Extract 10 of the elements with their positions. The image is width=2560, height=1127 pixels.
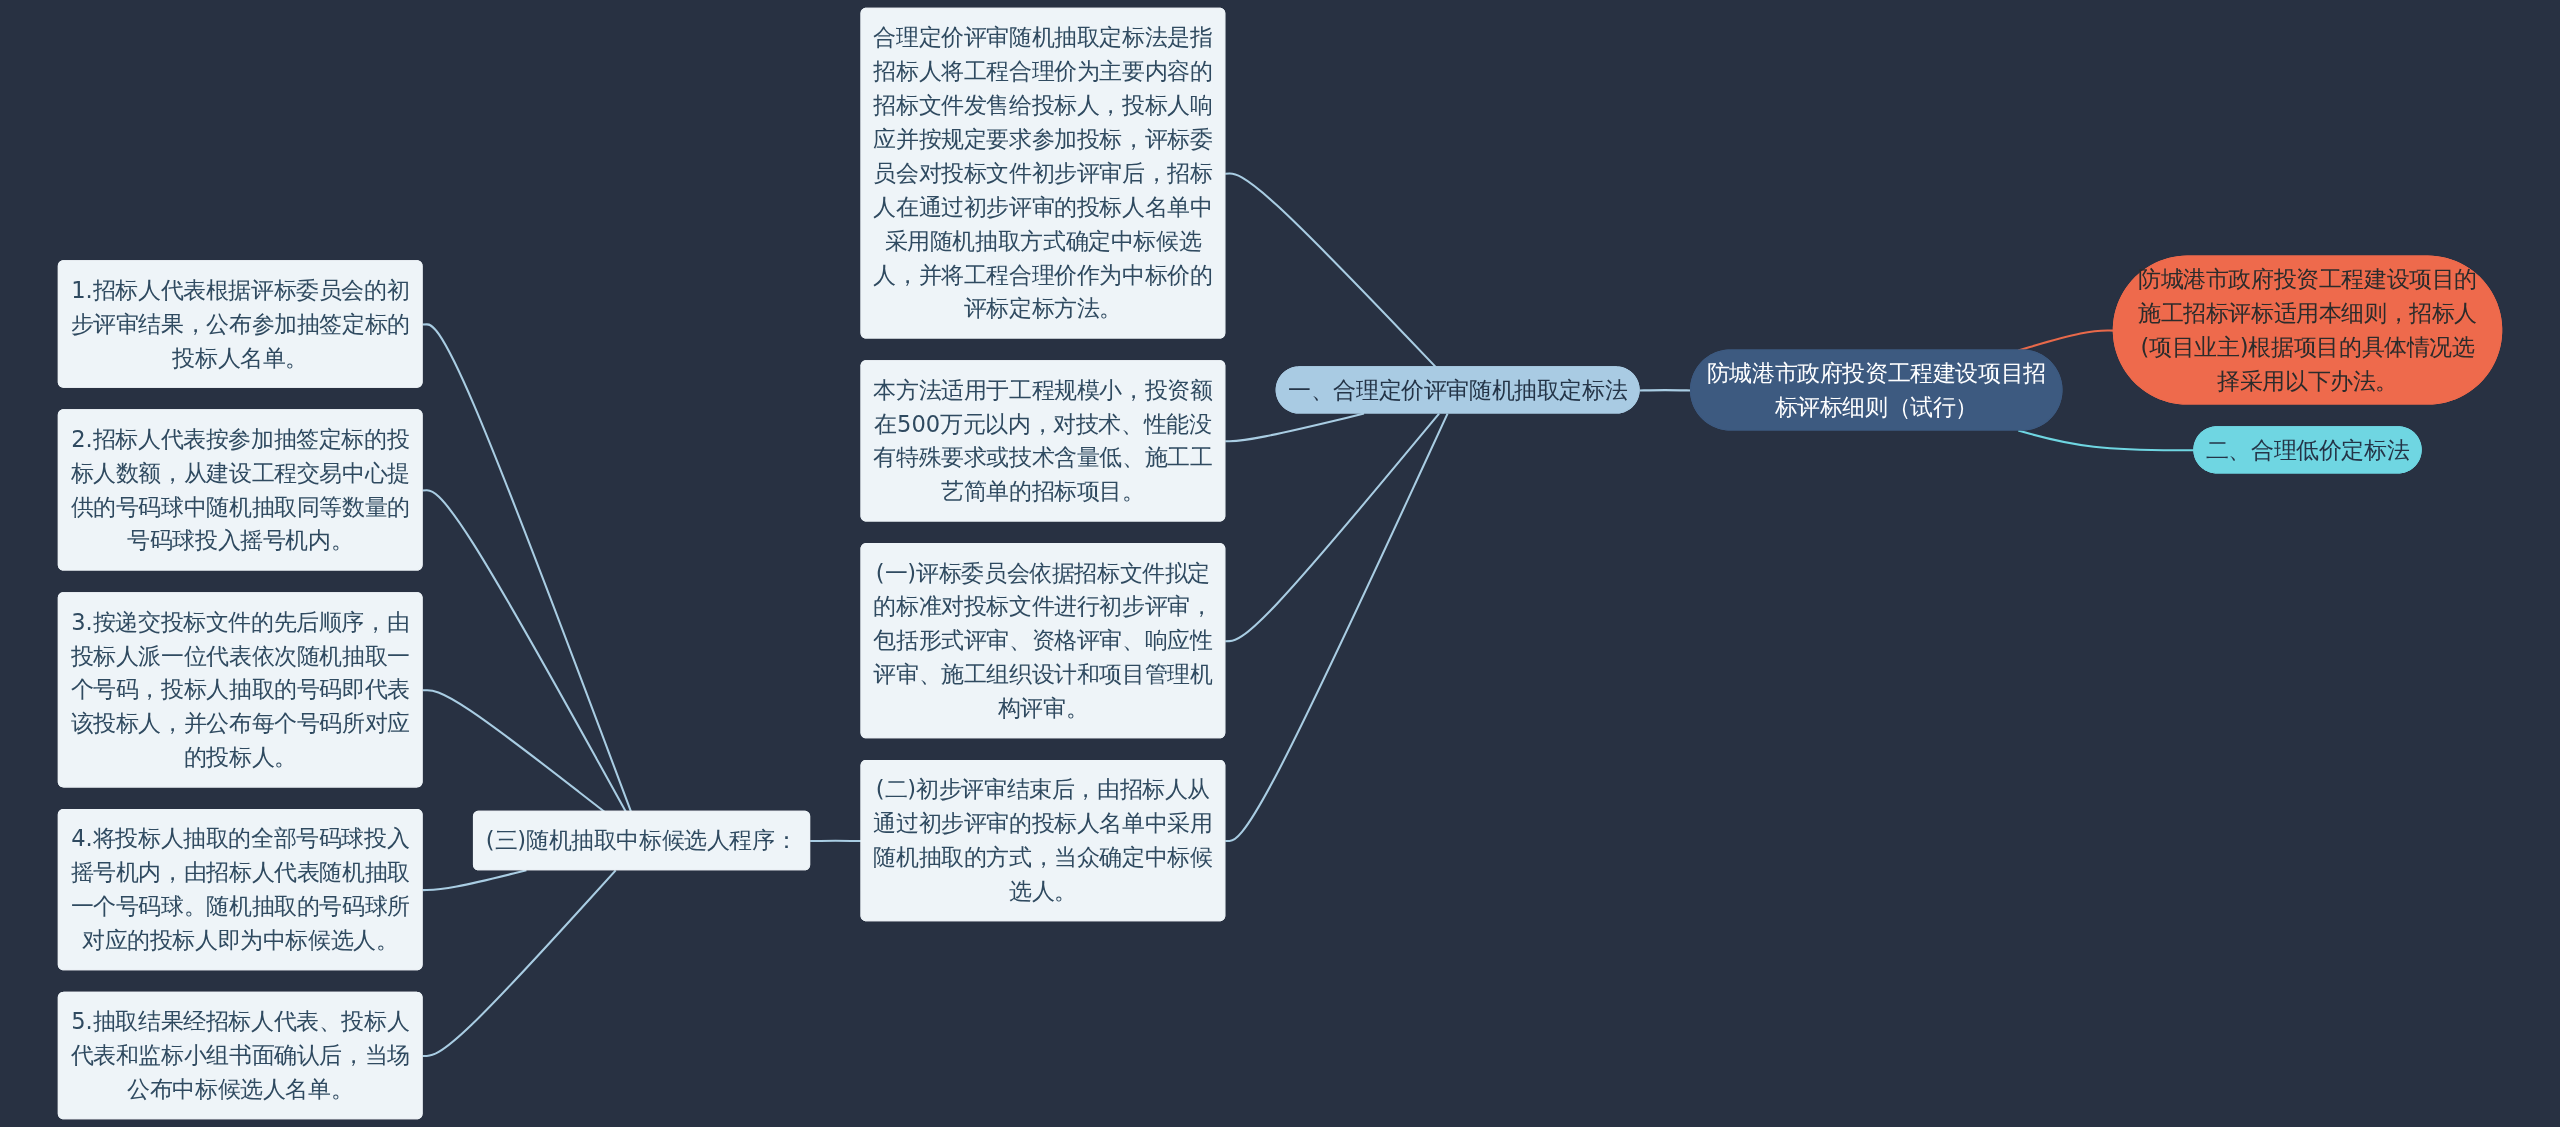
connector (1225, 412, 1365, 443)
connector (1225, 413, 1449, 843)
connector (422, 869, 527, 892)
connector (810, 839, 862, 843)
connector (422, 869, 617, 1058)
connector (422, 489, 627, 813)
connector (422, 689, 606, 813)
connector (2018, 329, 2114, 352)
connector (1225, 412, 1440, 643)
connector (422, 323, 633, 813)
